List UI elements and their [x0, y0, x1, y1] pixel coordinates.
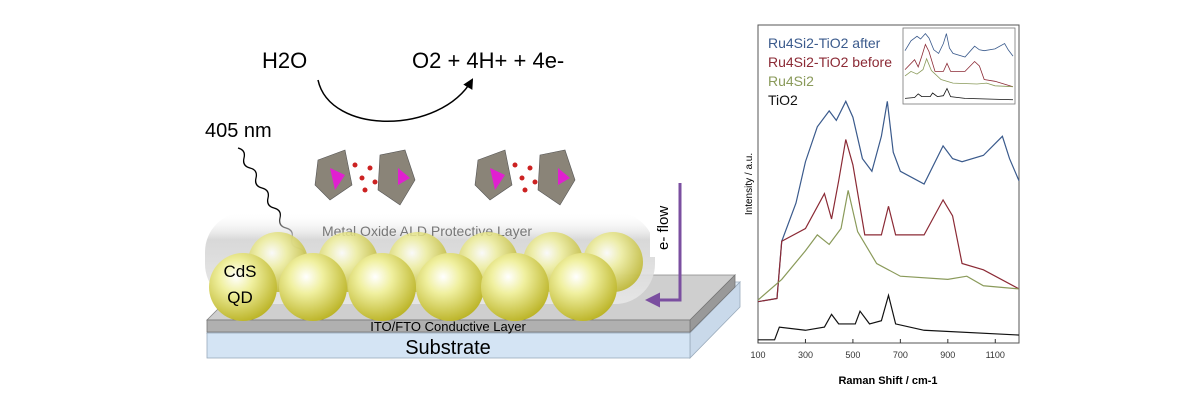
- reaction-arrow: [317, 78, 474, 122]
- inset-line-ru4si2: [904, 57, 1014, 88]
- y-axis-label: Intensity / a.u.: [744, 153, 755, 215]
- electron-flow-label: e- flow: [655, 206, 672, 250]
- x-axis-label: Raman Shift / cm-1: [838, 375, 937, 387]
- chart-frame: [757, 24, 1020, 344]
- substrate-label: Substrate: [405, 337, 491, 359]
- legend-entry-ru4si2-tio2-before: Ru4Si2-TiO2 before: [768, 54, 892, 70]
- legend-entry-tio2: TiO2: [768, 92, 798, 108]
- qd-label-qd: QD: [227, 288, 253, 307]
- inset-line-ru4si2-tio2-before: [904, 43, 1014, 88]
- series-line-ru4si2-tio2-after: [757, 99, 1020, 303]
- inset-frame: [902, 27, 1016, 105]
- reactant-label: H2O: [262, 48, 307, 73]
- electron-flow-arrow: [645, 183, 682, 308]
- legend-entry-ru4si2: Ru4Si2: [768, 73, 814, 89]
- x-tick-label: 500: [845, 350, 860, 360]
- substrate-front: [206, 332, 691, 359]
- ito-label: ITO/FTO Conductive Layer: [370, 319, 526, 334]
- x-tick-label: 900: [940, 350, 955, 360]
- wavelength-label: 405 nm: [205, 120, 272, 142]
- x-tick-label: 1100: [986, 350, 1005, 360]
- catalyst-molecule-left: [314, 149, 416, 206]
- catalyst-molecule-right: [474, 149, 576, 206]
- legend-entry-ru4si2-tio2-after: Ru4Si2-TiO2 after: [768, 35, 881, 51]
- electron-flow-box: [650, 195, 674, 257]
- quantum-dots-front: [209, 253, 617, 321]
- inset-line-ru4si2-tio2-after: [904, 32, 1014, 58]
- qd-label-cds: CdS: [223, 262, 256, 281]
- series-line-ru4si2: [757, 190, 1020, 301]
- x-tick-label: 100: [750, 350, 765, 360]
- x-tick-label: 700: [893, 350, 908, 360]
- products-label: O2 + 4H+ + 4e-: [412, 48, 564, 73]
- x-tick-label: 300: [798, 350, 813, 360]
- series-line-ru4si2-tio2-before: [757, 139, 1020, 303]
- inset-line-tio2: [904, 87, 1014, 101]
- raman-chart: 100 300 500 700 900 1100 Raman Shift / cm-1 I…: [744, 24, 1020, 387]
- series-line-tio2: [758, 292, 1020, 341]
